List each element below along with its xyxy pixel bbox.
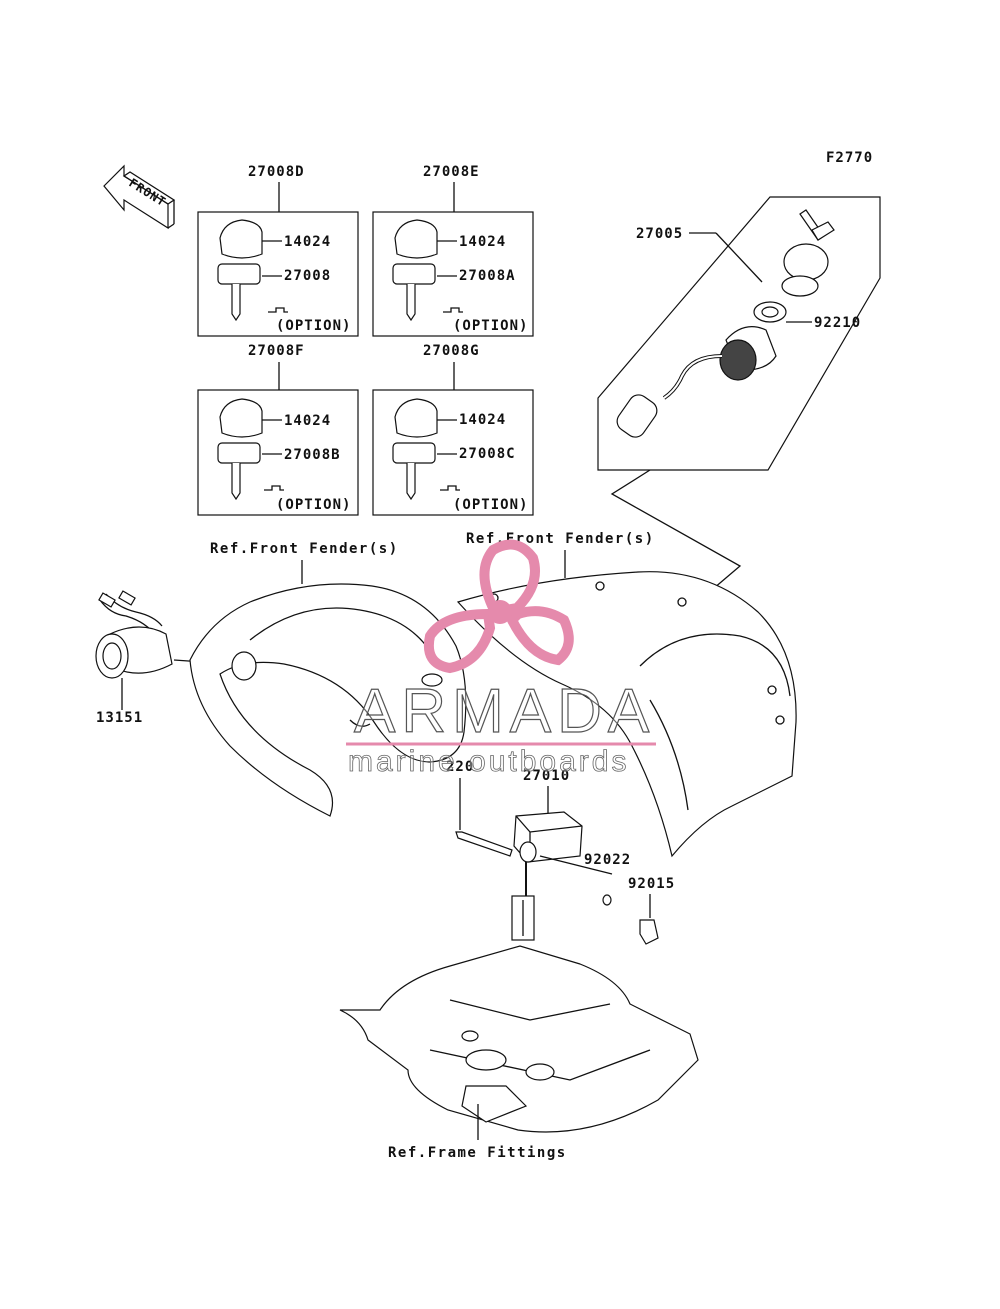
key-icon	[392, 263, 436, 285]
front-arrow-icon: FRONT	[103, 164, 176, 230]
key-set-box-2: 27008E 14024 27008A (OPTION)	[372, 164, 534, 337]
key-cap-icon	[219, 398, 263, 438]
key-cap-icon	[219, 219, 263, 259]
key-set-box-4: 27008G 14024 27008C (OPTION)	[372, 343, 534, 516]
part-number-27010: 27010	[523, 768, 570, 784]
cap-part-number: 14024	[459, 234, 506, 250]
option-label: (OPTION)	[453, 497, 528, 513]
option-label: (OPTION)	[276, 318, 351, 334]
left-fender: Ref.Front Fender(s)	[189, 541, 467, 817]
figure-code: F2770	[826, 150, 873, 166]
clip-nut-icon	[639, 919, 659, 945]
part-number-92210: 92210	[814, 315, 861, 331]
switch-body-icon	[783, 243, 829, 281]
frame-fittings: Ref.Frame Fittings	[339, 945, 699, 1161]
key-set-label: 27008D	[248, 164, 305, 180]
cap-part-number: 14024	[284, 413, 331, 429]
socket-13151: 13151	[95, 590, 233, 726]
key-cap-icon	[394, 398, 438, 438]
option-label: (OPTION)	[453, 318, 528, 334]
option-label: (OPTION)	[276, 497, 351, 513]
key-set-label: 27008E	[423, 164, 480, 180]
washer-icon	[602, 894, 612, 906]
key-set-label: 27008F	[248, 343, 305, 359]
part-number-27005: 27005	[636, 226, 683, 242]
bolt-icon	[455, 831, 513, 857]
switch-27010-group: 220 27010 92022 92015	[446, 759, 675, 945]
key-icon	[217, 263, 261, 285]
key-icon	[217, 442, 261, 464]
key-part-number: 27008B	[284, 447, 341, 463]
watermark: ARMADA marine outboards	[346, 539, 656, 778]
key-cap-icon	[394, 219, 438, 259]
key-icon	[392, 442, 436, 464]
propeller-logo-icon	[424, 539, 574, 674]
part-number-92022: 92022	[584, 852, 631, 868]
ref-frame-fittings: Ref.Frame Fittings	[388, 1145, 567, 1161]
key-part-number: 27008C	[459, 446, 516, 462]
cap-part-number: 14024	[284, 234, 331, 250]
switch-hole-icon	[231, 651, 257, 681]
cap-part-number: 14024	[459, 412, 506, 428]
ref-front-fender-left: Ref.Front Fender(s)	[210, 541, 399, 557]
connector-icon	[616, 394, 658, 438]
key-set-label: 27008G	[423, 343, 480, 359]
part-number-92015: 92015	[628, 876, 675, 892]
ignition-switch-assembly: 27005 92210	[597, 196, 881, 601]
key-part-number: 27008A	[459, 268, 516, 284]
key-part-number: 27008	[284, 268, 331, 284]
part-number-220: 220	[446, 759, 474, 775]
key-set-box-3: 27008F 14024 27008B (OPTION)	[197, 343, 359, 516]
watermark-tagline: marine outboards	[348, 745, 629, 778]
watermark-brand: ARMADA	[354, 677, 655, 746]
part-number-13151: 13151	[96, 710, 143, 726]
key-set-box-1: 27008D 14024 27008 (OPTION)	[197, 164, 359, 337]
